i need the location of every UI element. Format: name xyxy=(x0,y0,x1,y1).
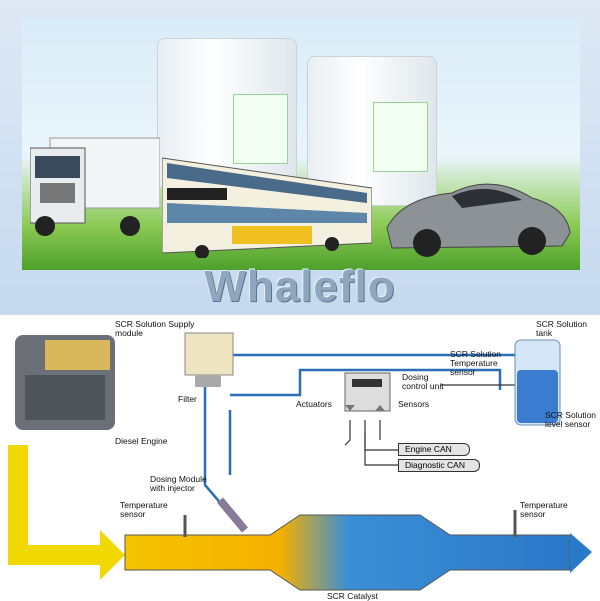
diagnostic-can-badge: Diagnostic CAN xyxy=(398,459,480,472)
dosing-control-unit-image xyxy=(344,372,391,412)
diesel-engine-label: Diesel Engine xyxy=(115,436,168,446)
diesel-engine-image xyxy=(15,335,115,430)
bus-image xyxy=(162,157,372,258)
exhaust-pipe xyxy=(124,514,571,591)
filter-label: Filter xyxy=(178,394,197,404)
brand-watermark: Whaleflo xyxy=(204,262,396,311)
scr-catalyst-label: SCR Catalyst xyxy=(327,591,379,601)
car-image xyxy=(386,183,571,257)
actuators-label: Actuators xyxy=(296,399,332,409)
level-sensor-label: SCR Solution level sensor xyxy=(545,410,597,429)
adblue-jug-right xyxy=(307,56,437,206)
supply-module-label: SCR Solution Supply module xyxy=(115,319,195,338)
tank-label: SCR Solution tank xyxy=(536,319,588,338)
product-photo: Whaleflo xyxy=(0,0,600,315)
dosing-control-unit-label: Dosing control unit xyxy=(402,372,444,391)
exhaust-flow-arrow xyxy=(8,445,125,580)
tank-temp-sensor-label: SCR Solution Temperature sensor xyxy=(450,349,502,377)
diagram-graphics xyxy=(8,332,592,591)
vehicles-scene xyxy=(22,18,580,270)
scr-system-diagram: SCR Solution Supply module Filter Diesel… xyxy=(0,315,600,601)
dosing-module-image xyxy=(216,497,249,533)
temp-sensor-right-label: Temperature sensor xyxy=(520,500,568,519)
temp-sensor-left-label: Temperature sensor xyxy=(120,500,168,519)
sensors-label: Sensors xyxy=(398,399,430,409)
wiring xyxy=(344,384,515,466)
exhaust-outlet-arrow xyxy=(570,533,592,573)
truck-image xyxy=(30,137,160,236)
scr-tank-image xyxy=(514,339,561,426)
engine-can-badge: Engine CAN xyxy=(398,443,470,456)
supply-module-image xyxy=(184,332,234,387)
dosing-module-label: Dosing Module with injector xyxy=(150,474,207,493)
